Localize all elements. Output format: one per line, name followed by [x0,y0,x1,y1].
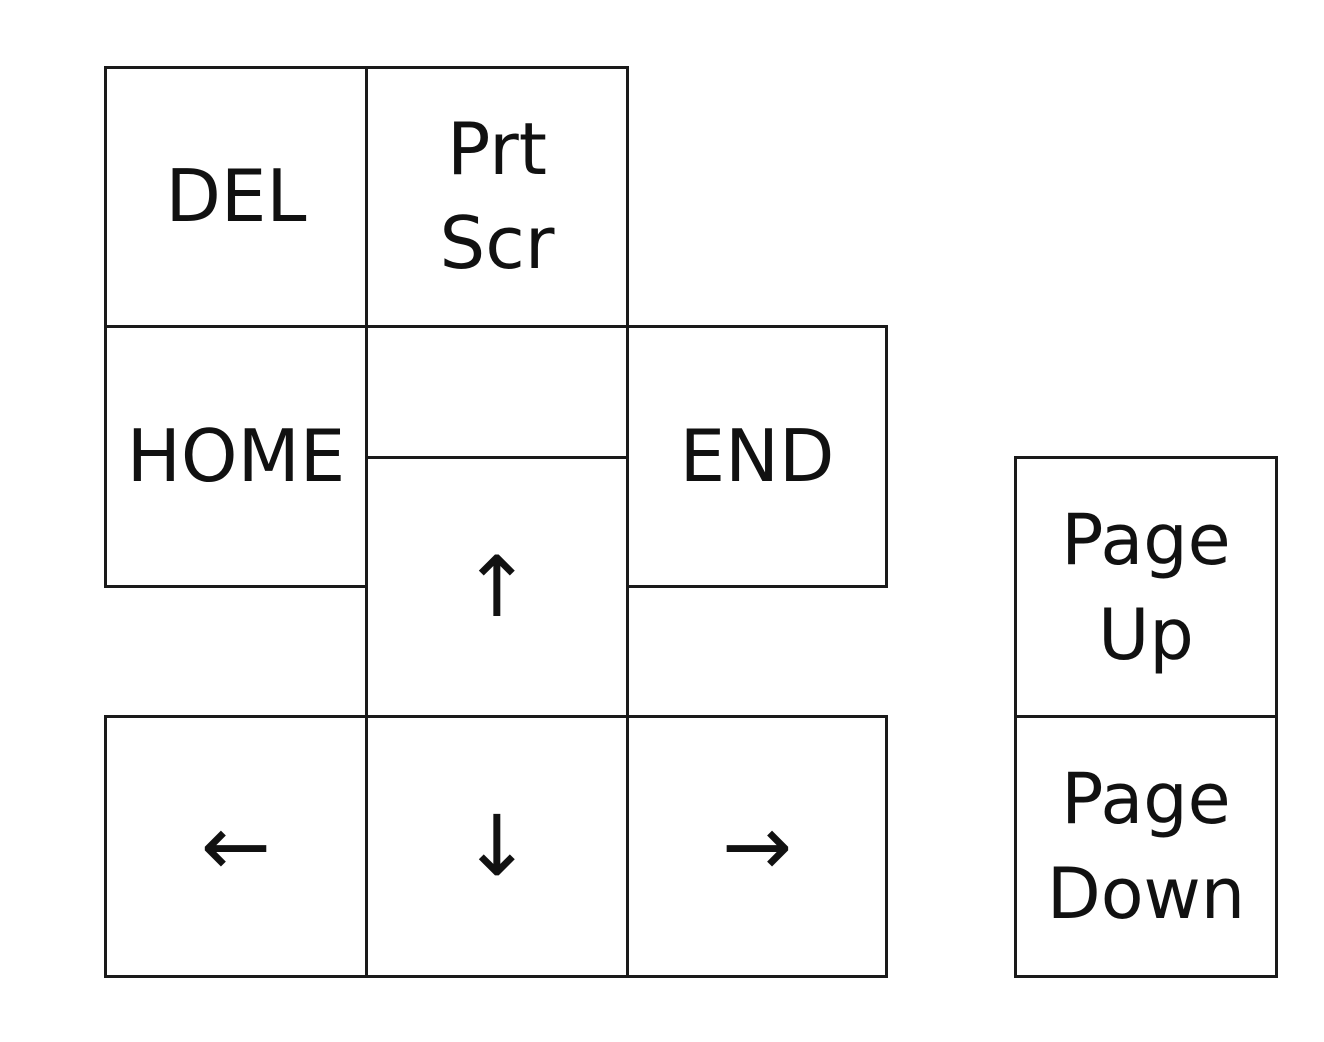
down-arrow-key[interactable]: ↓ [365,715,629,978]
del-key[interactable]: DEL [104,66,368,328]
end-key[interactable]: END [626,325,888,588]
blank-key [365,325,629,460]
print-screen-key[interactable]: Prt Scr [365,66,629,328]
home-key[interactable]: HOME [104,325,368,588]
left-arrow-key[interactable]: ← [104,715,368,978]
page-up-key[interactable]: Page Up [1014,456,1278,719]
up-arrow-key[interactable]: ↑ [365,456,629,719]
page-down-key[interactable]: Page Down [1014,715,1278,978]
right-arrow-key[interactable]: → [626,715,888,978]
